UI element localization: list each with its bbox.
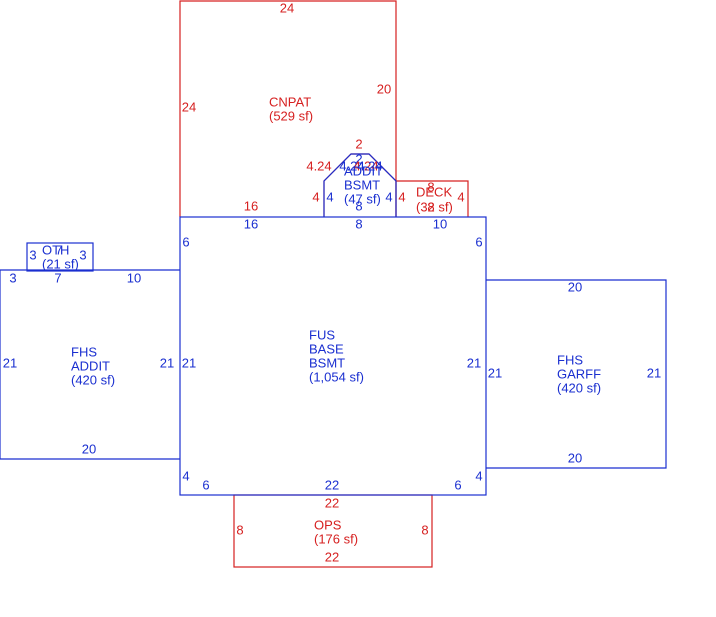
addit-bsmt-dim-diag-left: 4.24: [339, 158, 364, 173]
fhs-addit-dim-bottom: 20: [82, 441, 96, 456]
fus-outline: [179, 216, 487, 496]
cnpat-dim-left: 24: [182, 99, 196, 114]
addit-bsmt-area: (47 sf): [344, 191, 381, 206]
addit-bsmt-dim-diag-right-red: 4.24: [353, 158, 378, 173]
oth-dim-left: 3: [29, 247, 36, 262]
fhs-garff-dim-left: 21: [488, 365, 502, 380]
deck-area: (32 sf): [416, 199, 453, 214]
ops-dim-bottom: 22: [325, 549, 339, 564]
addit-bsmt-label-1: ADDIT: [344, 163, 383, 178]
fus-dim-top-right: 10: [433, 216, 447, 231]
fus-dim-left-bottom: 4: [182, 468, 189, 483]
cnpat-label: CNPAT: [269, 94, 311, 109]
fhs-addit-dim-top-left: 3: [9, 270, 16, 285]
fhs-garff-outline: [486, 279, 667, 469]
deck-outline: [396, 180, 469, 217]
fus-dim-top-mid: 8: [355, 216, 362, 231]
ops-dim-left: 8: [236, 522, 243, 537]
addit-bsmt-dim-diag-left-red: 4.24: [306, 158, 331, 173]
fus-dim-bottom-left: 6: [202, 477, 209, 492]
fhs-garff-dim-right: 21: [647, 365, 661, 380]
addit-bsmt-dim-top: 2: [355, 151, 362, 166]
cnpat-outline: [179, 0, 397, 217]
deck-label: DECK: [416, 184, 452, 199]
fus-label-2: BASE: [309, 341, 344, 356]
oth-label: OTH: [42, 242, 69, 257]
fus-dim-right-bottom: 4: [475, 468, 482, 483]
ops-label: OPS: [314, 517, 342, 532]
fhs-addit-outline: [0, 269, 180, 460]
fhs-addit-dim-top-mid: 7: [54, 270, 61, 285]
fhs-addit-label-2: ADDIT: [71, 358, 110, 373]
fus-dim-right-top: 6: [475, 234, 482, 249]
addit-bsmt-dim-top-red: 2: [355, 136, 362, 151]
fus-area: (1,054 sf): [309, 369, 364, 384]
addit-bsmt-dim-right: 4: [385, 189, 392, 204]
fus-dim-left: 21: [182, 355, 196, 370]
fhs-addit-dim-right: 21: [160, 355, 174, 370]
fhs-addit-label-1: FHS: [71, 344, 97, 359]
oth-outline: [26, 242, 94, 272]
oth-dim-right: 3: [79, 247, 86, 262]
addit-bsmt-dim-left: 4: [326, 189, 333, 204]
fhs-garff-area: (420 sf): [557, 380, 601, 395]
fus-dim-bottom-mid: 22: [325, 477, 339, 492]
oth-dim-top: 7: [55, 242, 62, 257]
fhs-garff-label-1: FHS: [557, 352, 583, 367]
addit-bsmt-outline: [323, 153, 397, 217]
fus-dim-top-left: 16: [244, 216, 258, 231]
fus-dim-right: 21: [467, 355, 481, 370]
ops-area: (176 sf): [314, 531, 358, 546]
cnpat-dim-right: 20: [377, 81, 391, 96]
fus-label-1: FUS: [309, 327, 335, 342]
addit-bsmt-dim-right-red: 4: [398, 189, 405, 204]
cnpat-dim-top: 24: [280, 0, 294, 15]
fhs-garff-dim-top: 20: [568, 279, 582, 294]
fhs-addit-area: (420 sf): [71, 372, 115, 387]
addit-bsmt-dim-left-red: 4: [312, 189, 319, 204]
fus-dim-left-top: 6: [182, 234, 189, 249]
ops-dim-top: 22: [325, 495, 339, 510]
deck-dim-right: 4: [457, 189, 464, 204]
cnpat-dim-bottom: 16: [244, 198, 258, 213]
fhs-garff-dim-bottom: 20: [568, 450, 582, 465]
deck-dim-top: 8: [427, 179, 434, 194]
addit-bsmt-dim-bottom: 8: [355, 198, 362, 213]
fus-label-3: BSMT: [309, 355, 345, 370]
addit-bsmt-dim-diag-right: 4.24: [357, 158, 382, 173]
fhs-addit-dim-left: 21: [3, 355, 17, 370]
fhs-addit-dim-top-right: 10: [127, 270, 141, 285]
cnpat-area: (529 sf): [269, 108, 313, 123]
addit-bsmt-label-2: BSMT: [344, 177, 380, 192]
deck-dim-bottom: 8: [427, 199, 434, 214]
fus-dim-bottom-right: 6: [454, 477, 461, 492]
oth-area: (21 sf): [42, 256, 79, 271]
ops-dim-right: 8: [421, 522, 428, 537]
fhs-garff-label-2: GARFF: [557, 366, 601, 381]
